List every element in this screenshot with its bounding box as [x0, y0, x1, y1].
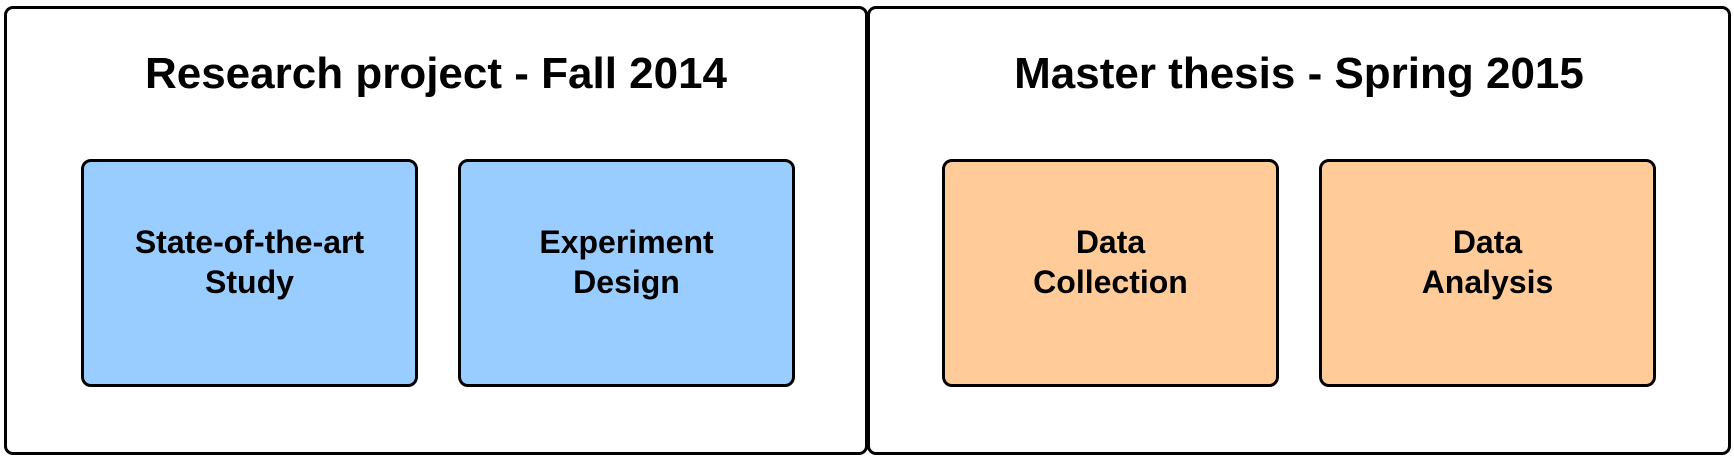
phase-research-project: Research project - Fall 2014 State-of-th…	[4, 6, 868, 455]
task-label: Data Collection	[1033, 222, 1188, 302]
phase-master-thesis: Master thesis - Spring 2015 Data Collect…	[867, 6, 1731, 455]
task-state-of-the-art-study: State-of-the-art Study	[81, 159, 418, 387]
task-label-line: Collection	[1033, 264, 1188, 300]
phase-title: Research project - Fall 2014	[144, 49, 728, 98]
task-label-line: Data	[1452, 224, 1523, 260]
task-data-collection: Data Collection	[942, 159, 1279, 387]
task-data-analysis: Data Analysis	[1319, 159, 1656, 387]
task-label-line: Data	[1075, 224, 1146, 260]
task-label: Data Analysis	[1422, 222, 1554, 302]
task-label-line: Study	[205, 264, 294, 300]
task-label: State-of-the-art Study	[135, 222, 364, 302]
task-experiment-design: Experiment Design	[458, 159, 795, 387]
task-label-line: State-of-the-art	[134, 224, 365, 260]
task-label-line: Experiment	[539, 224, 714, 260]
task-label-line: Analysis	[1421, 264, 1554, 300]
task-label-line: Design	[573, 264, 680, 300]
task-label: Experiment Design	[539, 222, 713, 302]
phase-title: Master thesis - Spring 2015	[1014, 49, 1584, 98]
